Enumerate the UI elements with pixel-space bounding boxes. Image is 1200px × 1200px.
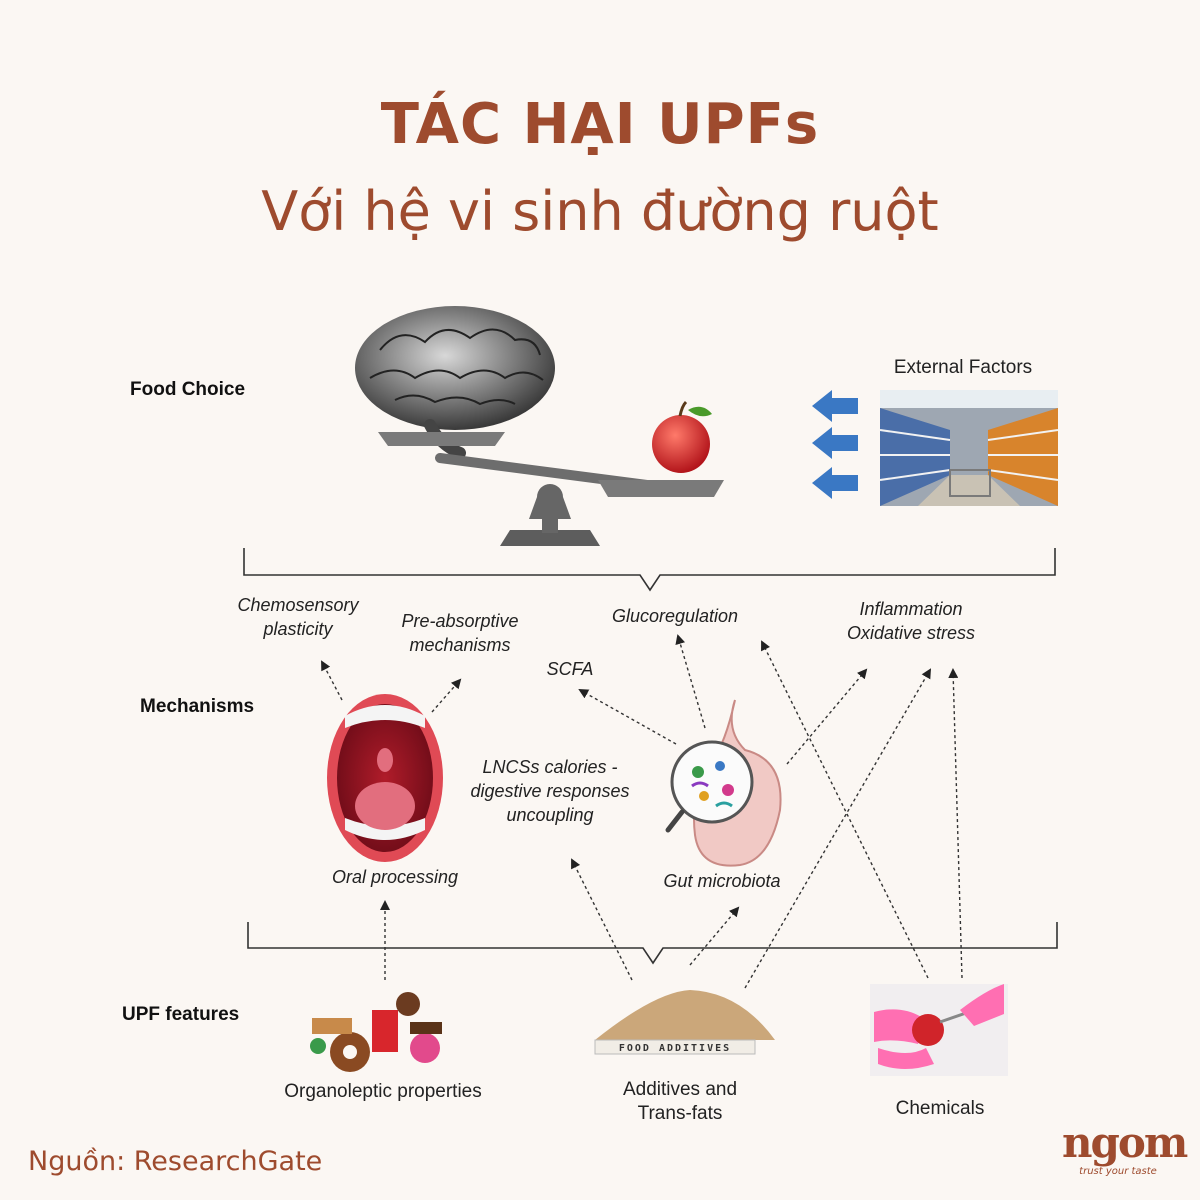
mouth-icon	[327, 694, 443, 862]
external-factors-label: External Factors	[893, 357, 1033, 378]
mechanism-preabsorptive-line2: mechanisms	[409, 635, 511, 655]
arrow-chemicals-to-inflammation	[948, 668, 963, 979]
external-factor-arrows	[812, 390, 858, 499]
arrow-additives-to-lncss	[571, 858, 633, 981]
page-title: TÁC HẠI UPFs	[380, 92, 820, 157]
mechanism-inflammation-line1: Inflammation	[859, 599, 963, 619]
arrow-to-scfa	[578, 689, 677, 745]
arrow-to-chemosensory	[321, 660, 343, 701]
chemicals-injection-icon	[870, 984, 1008, 1076]
food-additives-sign-text: FOOD ADDITIVES	[619, 1043, 731, 1054]
mechanism-chemosensory-line2: plasticity	[263, 619, 333, 639]
mechanism-inflammation: Inflammation Oxidative stress	[820, 597, 1002, 645]
arrow-additives-to-gut	[689, 906, 740, 966]
row-label-upf-features: UPF features	[122, 1004, 240, 1025]
dotted-arrows	[321, 634, 963, 989]
food-choice-bracket	[243, 548, 1056, 592]
mechanism-preabsorptive: Pre-absorptive mechanisms	[380, 609, 540, 657]
source-credit: Nguồn: ResearchGate	[28, 1146, 323, 1177]
sweets-icon	[310, 992, 442, 1072]
mechanism-chemosensory-line1: Chemosensory	[237, 595, 359, 615]
mechanism-glucoregulation: Glucoregulation	[611, 606, 739, 626]
brand-logo: ngom	[1062, 1118, 1188, 1167]
arrow-to-preabsorptive	[431, 678, 462, 713]
arrow-chemicals-to-glucoregulation	[761, 640, 929, 979]
mechanism-preabsorptive-line1: Pre-absorptive	[401, 611, 519, 631]
additives-powder-icon: FOOD ADDITIVES	[594, 990, 775, 1055]
brain-icon	[355, 306, 555, 459]
mechanism-lncss-line3: uncoupling	[506, 805, 594, 825]
arrow-to-glucoregulation	[675, 634, 706, 729]
mechanism-lncss-line1: LNCSs calories -	[482, 757, 618, 777]
gut-microbiota-icon	[665, 699, 782, 867]
row-label-mechanisms: Mechanisms	[140, 696, 255, 717]
arrow-gut-to-inflammation	[786, 668, 868, 765]
feature-additives-line1: Additives and	[622, 1079, 738, 1100]
supermarket-aisle-icon	[879, 390, 1059, 506]
apple-icon	[652, 400, 712, 473]
page-subtitle: Với hệ vi sinh đường ruột	[261, 180, 939, 243]
mechanism-scfa: SCFA	[546, 659, 594, 679]
features-bracket	[247, 922, 1058, 965]
mechanism-lncss-line2: digestive responses	[470, 781, 630, 801]
mechanism-oral-processing: Oral processing	[331, 867, 459, 887]
brand-logo-tagline: trust your taste	[1079, 1166, 1157, 1177]
balance-scale-icon	[378, 432, 724, 546]
mechanism-lncss: LNCSs calories - digestive responses unc…	[445, 755, 655, 827]
row-label-food-choice: Food Choice	[130, 379, 246, 400]
arrow-additives-to-inflammation	[744, 668, 932, 989]
feature-additives-line2: Trans-fats	[637, 1103, 723, 1124]
mechanism-gut-microbiota: Gut microbiota	[663, 871, 781, 891]
feature-additives: Additives and Trans-fats	[590, 1078, 770, 1126]
mechanism-inflammation-line2: Oxidative stress	[846, 623, 976, 643]
mechanism-chemosensory: Chemosensory plasticity	[218, 593, 378, 641]
feature-chemicals: Chemicals	[895, 1098, 985, 1119]
feature-organoleptic: Organoleptic properties	[284, 1081, 482, 1102]
